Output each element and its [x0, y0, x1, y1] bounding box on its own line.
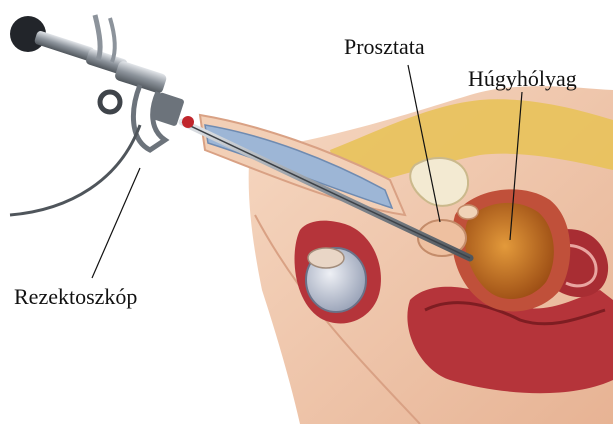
prostate-label: Prosztata	[344, 34, 425, 60]
bladder-label: Húgyhólyag	[468, 66, 577, 92]
seminal-vesicle	[458, 205, 478, 219]
epididymis	[308, 248, 344, 268]
resectoscope-handle	[10, 15, 194, 150]
resectoscope-leader	[92, 168, 140, 278]
resectoscope-label: Rezektoszkóp	[14, 284, 137, 310]
resectoscope-cable	[10, 125, 140, 215]
